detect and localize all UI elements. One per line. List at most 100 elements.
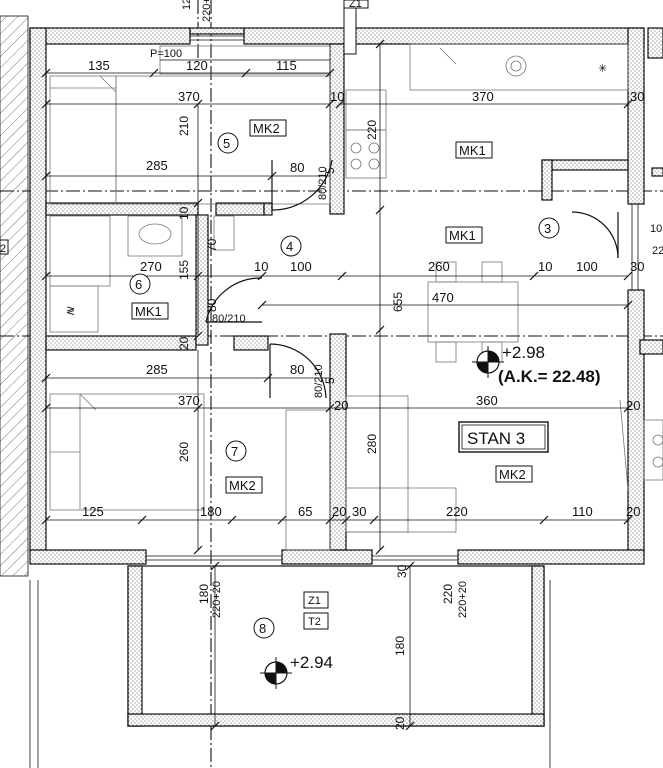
- wall-room5-hall: [215, 202, 265, 216]
- chair-icon: [435, 261, 457, 283]
- wall-bath-hall-vertical: [195, 214, 209, 346]
- dim-180-balcony-v: 180: [393, 636, 407, 656]
- dim-220-20-right: 220+20: [457, 581, 469, 618]
- dim-5-a: 5: [323, 377, 337, 384]
- apartment-box-outer: [458, 421, 549, 453]
- bed-room5-left: [49, 75, 117, 205]
- dim-20-balcony: 20: [393, 716, 407, 730]
- label-box-left: [0, 239, 9, 255]
- washer-icon: [505, 55, 527, 77]
- dim-10-right: 10: [650, 223, 662, 235]
- label-z1: Z1: [308, 595, 321, 607]
- wall-room5-kitchen: [329, 43, 345, 215]
- dim-10-b: 10: [177, 206, 191, 220]
- dim-80-r5: 80: [290, 160, 304, 175]
- room-circle-7: [225, 440, 247, 462]
- wall-right-upper: [627, 27, 645, 205]
- toilet: [213, 215, 235, 251]
- material-box-mk2-living: [495, 465, 533, 483]
- dim-370-kitchen: 370: [472, 89, 494, 104]
- balcony-outline: [127, 565, 545, 727]
- label-box-t2: [303, 612, 329, 630]
- dim-285-r7: 285: [146, 362, 168, 377]
- wall-bottom-right: [457, 549, 645, 565]
- wall-room5-bath: [45, 202, 199, 216]
- room-number-5: 5: [223, 136, 230, 151]
- level-main: +2.98: [502, 343, 545, 362]
- room-circle-4: [280, 235, 302, 257]
- wall-kitchen-counter: [541, 159, 629, 171]
- sink: [127, 215, 183, 257]
- dim-20-e: 20: [626, 504, 640, 519]
- dim-5-b: 5: [323, 167, 337, 174]
- room-number-6: 6: [135, 277, 142, 292]
- dim-12-top: 12: [181, 0, 193, 10]
- wall-right-fragment-3: [651, 167, 663, 177]
- material-mk1-bath: MK1: [135, 304, 162, 319]
- door-arc-bath: [205, 277, 263, 323]
- wardrobe-room7: [285, 409, 331, 551]
- dim-20-c: 20: [626, 398, 640, 413]
- balcony-left-rail: [127, 565, 143, 727]
- dim-22-right: 22: [652, 245, 663, 257]
- dim-360: 360: [476, 393, 498, 408]
- bathtub: [49, 215, 111, 287]
- wall-bottom-mid: [281, 549, 373, 565]
- room-circle-8: [253, 617, 275, 639]
- label-box-z1: [303, 591, 329, 609]
- dim-30-b: 30: [630, 259, 644, 274]
- dim-210-v: 210: [177, 116, 191, 136]
- balcony-right-rail: [531, 565, 545, 727]
- wall-top-left: [29, 27, 191, 45]
- apartment-label: STAN 3: [467, 429, 525, 448]
- room-number-8: 8: [259, 621, 266, 636]
- dim-270: 270: [140, 259, 162, 274]
- material-box-mk2-r7: [225, 476, 263, 494]
- dim-70-v: 70: [205, 238, 219, 252]
- dim-155-v: 155: [177, 260, 191, 280]
- door-label-r5: 80/210: [317, 166, 329, 200]
- apartment-box-inner: [461, 424, 546, 450]
- material-mk1-hall: MK1: [449, 228, 476, 243]
- wall-right-fragment-1: [647, 27, 663, 59]
- dim-115: 115: [276, 58, 297, 73]
- level-balcony: +2.94: [290, 653, 333, 672]
- door-arc-entrance: [571, 211, 619, 259]
- room-number-7: 7: [231, 444, 238, 459]
- wall-kitchen-counter-end: [541, 159, 553, 201]
- door-arc-room5: [271, 159, 333, 211]
- label-p100: P=100: [150, 48, 182, 60]
- dim-180-r7: 180: [200, 504, 222, 519]
- material-box-mk2-r5: [249, 119, 287, 137]
- dim-30-v: 30: [395, 564, 409, 578]
- label-top-z1: Z1: [349, 0, 362, 10]
- material-mk2-r7: MK2: [229, 478, 256, 493]
- label-t2: T2: [308, 616, 321, 628]
- dim-220-20-left: 220+20: [211, 581, 223, 618]
- material-box-mk1-kitchen: [455, 141, 493, 159]
- dim-80-bath: 80: [205, 298, 219, 312]
- dim-220-balcony: 220: [441, 584, 455, 604]
- faucet-icon: [439, 47, 457, 65]
- wall-bath-hall: [233, 335, 269, 351]
- door-label-bath: 80/210: [212, 313, 246, 325]
- room-number-4: 4: [286, 239, 293, 254]
- door-arc-room7: [269, 343, 327, 399]
- dim-220-v: 220: [365, 120, 379, 140]
- dim-10-a: 10: [330, 89, 344, 104]
- sink-bowl-icon: [138, 223, 172, 245]
- level-main-ak: (A.K.= 22.48): [498, 367, 601, 386]
- dim-100-right: 100: [576, 259, 598, 274]
- bed-room5-right: [115, 75, 331, 205]
- dim-180-balcony: 180: [197, 584, 211, 604]
- level-marker-icon: [472, 346, 504, 378]
- door-label-r7: 80/210: [313, 364, 325, 398]
- dim-280-v: 280: [365, 434, 379, 454]
- svg-text:≷: ≷: [66, 305, 75, 317]
- level-marker-balcony-icon: [260, 657, 292, 689]
- dim-110: 110: [572, 504, 593, 519]
- right-edge-fixture: [643, 419, 663, 481]
- kitchen-counter: [409, 43, 629, 91]
- column-top: [343, 7, 357, 55]
